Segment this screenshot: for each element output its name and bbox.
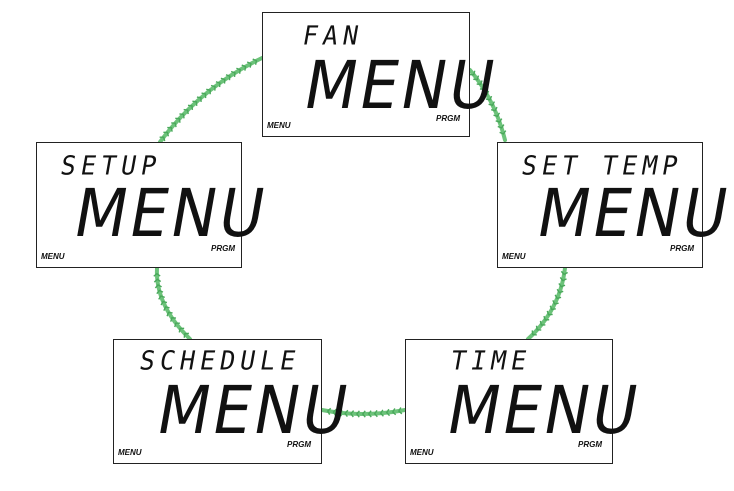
set-temp-menu-screen: SET TEMP MENU MENU PRGM [497, 142, 734, 268]
arc-settemp-to-time [526, 266, 568, 341]
time-screen-main: MENU [441, 372, 647, 449]
time-prgm-label: PRGM [578, 440, 602, 449]
setup-screen-main: MENU [68, 175, 274, 252]
fan-menu-label: MENU [267, 121, 291, 130]
fan-screen-main: MENU [298, 47, 504, 124]
fan-prgm-label: PRGM [436, 114, 460, 123]
arc-time-to-schedule [320, 407, 407, 418]
setup-menu-label: MENU [41, 252, 65, 261]
fan-menu-screen: FAN MENU MENU PRGM [262, 12, 504, 137]
setup-menu-screen: SETUP MENU MENU PRGM [36, 142, 274, 268]
schedule-prgm-label: PRGM [287, 440, 311, 449]
time-menu-label: MENU [410, 448, 434, 457]
set-temp-screen-main: MENU [531, 175, 734, 252]
set-temp-menu-label: MENU [502, 252, 526, 261]
arc-fan-to-settemp [468, 68, 507, 142]
arc-schedule-to-setup [153, 266, 192, 341]
set-temp-prgm-label: PRGM [670, 244, 694, 253]
schedule-screen-main: MENU [151, 372, 357, 449]
setup-prgm-label: PRGM [211, 244, 235, 253]
schedule-menu-label: MENU [118, 448, 142, 457]
schedule-menu-screen: SCHEDULE MENU MENU PRGM [113, 339, 357, 464]
arc-setup-to-fan [158, 56, 264, 144]
time-menu-screen: TIME MENU MENU PRGM [405, 339, 647, 464]
